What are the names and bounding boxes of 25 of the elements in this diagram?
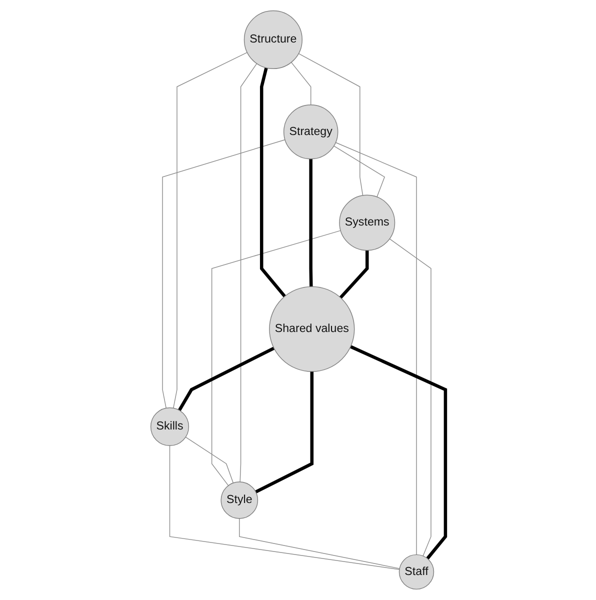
connector bbox=[172, 52, 248, 408]
node-circle: Style bbox=[220, 482, 258, 519]
connector bbox=[309, 158, 313, 287]
connector bbox=[290, 62, 312, 106]
connector bbox=[333, 146, 385, 198]
connector bbox=[335, 142, 417, 556]
node-circle: Staff bbox=[398, 554, 434, 590]
node-circle: Strategy bbox=[283, 104, 338, 160]
connector bbox=[254, 372, 314, 494]
node-circle: Structure bbox=[244, 10, 302, 70]
connector bbox=[169, 445, 400, 570]
connector bbox=[350, 345, 447, 560]
connector bbox=[178, 346, 275, 412]
node-circle: Skills bbox=[150, 407, 189, 446]
connector bbox=[238, 518, 400, 569]
connector bbox=[260, 67, 286, 298]
connector bbox=[240, 63, 258, 482]
connector bbox=[162, 139, 286, 408]
connector bbox=[339, 250, 369, 299]
node-circle: Systems bbox=[339, 194, 395, 251]
node-circle: Shared values bbox=[268, 286, 355, 372]
connector bbox=[298, 53, 364, 196]
connector bbox=[389, 238, 432, 556]
connector bbox=[185, 436, 234, 484]
connector bbox=[211, 230, 341, 486]
